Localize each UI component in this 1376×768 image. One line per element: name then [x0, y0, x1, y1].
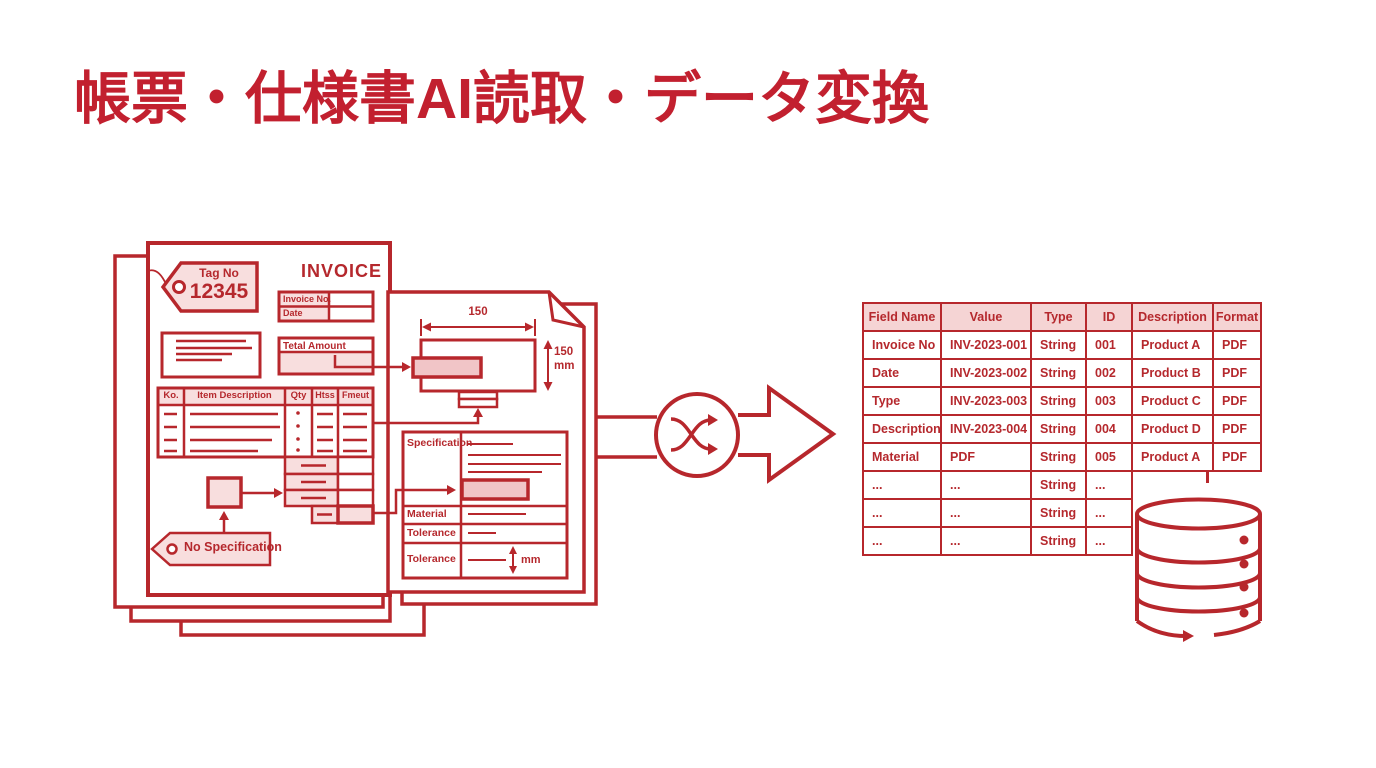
table-cell: INV-2023-002 [941, 359, 1031, 387]
table-cell: INV-2023-004 [941, 415, 1031, 443]
table-cell: PDF [1213, 387, 1261, 415]
table-cell: ... [1086, 471, 1132, 499]
item-col-qty: Qty [290, 390, 307, 401]
total-amount-label: Tetal Amount [283, 341, 346, 352]
table-cell: ... [1086, 499, 1132, 527]
table-cell: PDF [1213, 331, 1261, 359]
table-cell: String [1031, 443, 1086, 471]
output-table: Field Name Value Type ID Description For… [862, 302, 1262, 472]
table-cell: Product D [1132, 415, 1213, 443]
table-cell: 001 [1086, 331, 1132, 359]
output-table-partial: ... ... String ... ... ... String ... ..… [862, 470, 1133, 556]
col-header: Field Name [863, 303, 941, 331]
table-cell: ... [863, 499, 941, 527]
table-cell: INV-2023-003 [941, 387, 1031, 415]
table-border-stub [1206, 470, 1209, 483]
tolerance-unit-label: mm [521, 554, 541, 566]
no-specification-label: No Specification [184, 540, 282, 554]
shuffle-icon [654, 392, 740, 478]
col-header: Value [941, 303, 1031, 331]
invoice-document [146, 241, 392, 597]
table-cell: Description [863, 415, 941, 443]
table-cell: Invoice No [863, 331, 941, 359]
item-col-fmeut: Fmeut [342, 390, 369, 400]
tag-shape [160, 261, 259, 313]
table-cell: String [1031, 499, 1086, 527]
table-cell: 002 [1086, 359, 1132, 387]
total-amount-box [277, 336, 375, 376]
table-cell: 005 [1086, 443, 1132, 471]
no-specification-tag [150, 531, 272, 567]
table-cell: PDF [1213, 415, 1261, 443]
table-cell: String [1031, 331, 1086, 359]
spec-row-tolerance-2: Tolerance [407, 553, 456, 565]
table-cell: Product B [1132, 359, 1213, 387]
table-cell: Product A [1132, 331, 1213, 359]
tag-string [147, 269, 167, 285]
table-cell: ... [941, 471, 1031, 499]
item-col-description: Item Description [197, 390, 272, 401]
spec-row-specification: Specification [407, 437, 473, 449]
dim-height-value: 150 [554, 346, 574, 358]
page-title: 帳票・仕様書AI読取・データ変換 [74, 67, 929, 131]
spec-table [401, 430, 569, 580]
tag-hole [172, 280, 186, 294]
table-cell: Product A [1132, 443, 1213, 471]
address-box [160, 331, 262, 379]
table-cell: String [1031, 387, 1086, 415]
col-header: Type [1031, 303, 1086, 331]
table-cell: Product C [1132, 387, 1213, 415]
table-cell: Type [863, 387, 941, 415]
detail-node [206, 476, 283, 543]
extraction-connectors [333, 355, 483, 515]
arrow-right-icon [738, 384, 837, 484]
tag-label: Tag No [199, 266, 239, 280]
table-cell: Material [863, 443, 941, 471]
table-cell: INV-2023-001 [941, 331, 1031, 359]
table-cell: String [1031, 415, 1086, 443]
table-cell: ... [1086, 527, 1132, 555]
dim-width-label: 150 [468, 306, 488, 318]
table-cell: PDF [1213, 443, 1261, 471]
table-cell: ... [941, 527, 1031, 555]
item-col-no: Ko. [163, 390, 179, 401]
table-cell: ... [863, 527, 941, 555]
table-cell: String [1031, 359, 1086, 387]
table-cell: 003 [1086, 387, 1132, 415]
spec-drawing [411, 319, 553, 409]
table-cell: String [1031, 471, 1086, 499]
table-cell: Date [863, 359, 941, 387]
col-header: Description [1132, 303, 1213, 331]
col-header: ID [1086, 303, 1132, 331]
table-cell: 004 [1086, 415, 1132, 443]
page-fold-icon [547, 291, 585, 329]
spec-highlight-cell [460, 478, 530, 501]
tag-number: 12345 [189, 280, 249, 303]
spec-row-tolerance-1: Tolerance [407, 527, 456, 539]
dim-height-unit: mm [554, 360, 575, 372]
table-cell: PDF [1213, 359, 1261, 387]
invoice-no-label: Invoice No. [283, 294, 332, 304]
table-cell: ... [941, 499, 1031, 527]
flow-lines [596, 415, 657, 459]
col-header: Format [1213, 303, 1261, 331]
spec-row-material: Material [407, 508, 447, 520]
item-col-htss: Htss [315, 390, 335, 400]
table-cell: PDF [941, 443, 1031, 471]
invoice-header-fields [277, 290, 375, 323]
invoice-doc-title: INVOICE [301, 261, 383, 281]
date-label: Date [283, 308, 303, 318]
table-cell: String [1031, 527, 1086, 555]
highlighted-rows [283, 455, 375, 525]
table-cell: ... [863, 471, 941, 499]
